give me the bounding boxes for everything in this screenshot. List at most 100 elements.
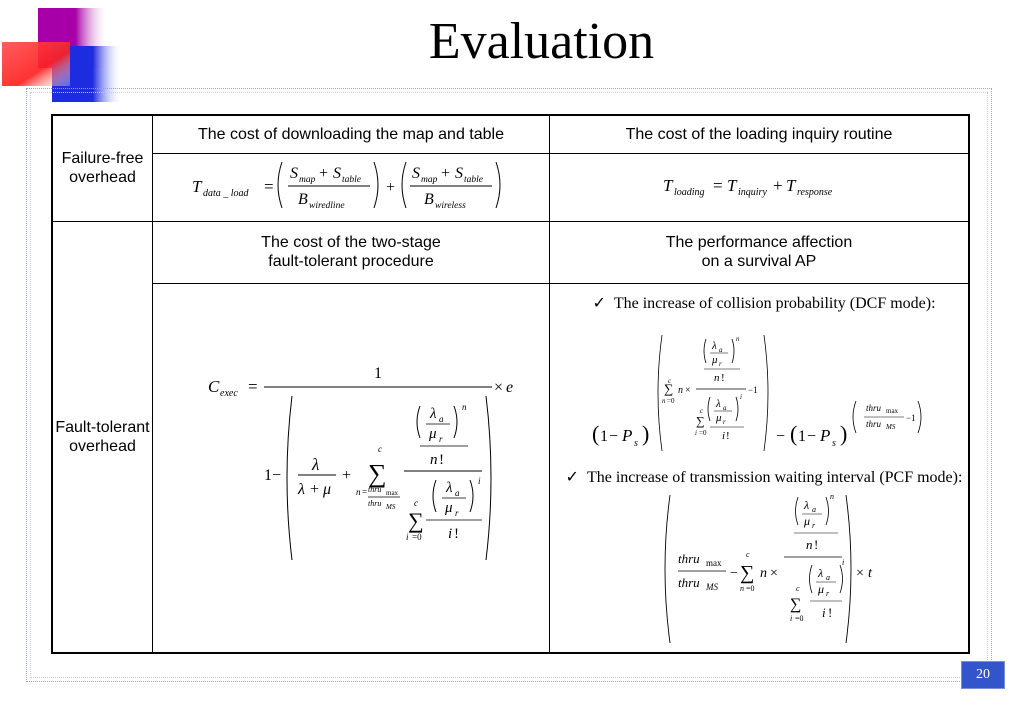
col-header-download-cost: The cost of downloading the map and tabl… [152,114,550,154]
svg-text:1: 1 [264,467,272,484]
svg-text:c: c [414,498,418,508]
svg-text:c: c [668,377,672,385]
svg-text:−1: −1 [906,413,916,423]
svg-text:thru: thru [368,485,381,494]
svg-text:1: 1 [798,428,806,445]
svg-text:λ: λ [297,481,305,498]
svg-text:n: n [760,566,767,581]
col-header-performance-affection: The performance affection on a survival … [549,220,970,284]
svg-text:S: S [333,165,341,182]
svg-text:B: B [298,191,308,208]
svg-text:!: ! [726,430,730,442]
check-icon: ✓ [592,294,606,312]
svg-text:∑: ∑ [664,381,673,396]
svg-text:s: s [634,438,638,449]
svg-text:−: − [730,566,738,581]
svg-text:r: r [723,418,726,426]
svg-text:S: S [455,165,463,182]
svg-text:C: C [208,377,220,396]
svg-text:i: i [478,476,481,486]
svg-text:response: response [797,187,833,198]
bullet-item: ✓ The increase of collision probability (… [550,284,968,313]
formula-t-data-load: T data _ load = S map + S table B wiredl… [192,161,501,211]
svg-text:T: T [727,176,738,195]
svg-text:=0: =0 [412,532,422,542]
svg-text:μ: μ [322,481,331,498]
inner-dotted-frame [30,92,988,678]
svg-text:λ: λ [311,455,319,474]
svg-text:n: n [740,584,744,593]
svg-text:μ: μ [428,426,437,442]
col-header-two-stage-line2: fault-tolerant procedure [268,253,434,270]
svg-text:i: i [448,526,452,542]
formula-dcf: ( 1 − P s ) λ a μ r n n ! c [592,334,922,451]
svg-text:c: c [796,584,800,593]
svg-text:=0: =0 [667,397,675,405]
svg-text:MS: MS [885,423,896,431]
svg-text:n: n [678,385,683,396]
svg-text:): ) [840,421,847,446]
svg-text:=: = [713,176,723,195]
svg-text:a: a [826,573,830,582]
svg-text:∑: ∑ [696,414,705,428]
svg-text:i: i [695,429,697,437]
svg-text:n: n [662,397,666,405]
svg-text:n: n [830,492,834,501]
svg-text:μ: μ [444,500,453,516]
formula-c-exec-cell: C exec = 1 × e 1 − λ λ + μ + c ∑ n [152,282,550,653]
svg-text:thru: thru [866,403,882,413]
svg-text:+: + [310,481,319,498]
row-header-fault-tolerant-text: Fault-tolerant overhead [55,418,150,455]
bullet-dcf-text: The increase of collision probability (D… [613,294,936,312]
svg-text:∑: ∑ [408,508,424,533]
svg-text:=: = [264,177,274,196]
svg-text:+: + [773,176,783,195]
svg-text:×: × [856,566,864,581]
svg-text:max: max [706,558,722,568]
svg-text:r: r [812,521,816,530]
formula-t-loading: T loading = T inquiry + T response [663,176,833,198]
svg-text:thru: thru [678,575,700,590]
svg-text:exec: exec [220,388,238,399]
svg-text:T: T [663,176,674,195]
svg-text:!: ! [828,605,832,620]
row-header-failure-free: Failure-free overhead [51,114,153,222]
svg-text:c: c [746,550,750,559]
svg-text:!: ! [454,526,459,542]
svg-text:max: max [886,407,899,415]
svg-text:×: × [770,566,778,581]
svg-text:max: max [386,489,399,497]
svg-text:r: r [719,360,722,368]
svg-text:i: i [822,605,826,620]
svg-text:λ: λ [711,340,717,352]
svg-text:P: P [621,426,632,445]
col-header-loading-cost: The cost of the loading inquiry routine [549,114,970,154]
svg-text:wiredline: wiredline [309,201,345,211]
svg-text:r: r [439,434,443,444]
svg-text:−: − [776,428,785,445]
svg-text:−: − [609,428,618,445]
svg-text:c: c [378,444,382,454]
svg-text:n: n [462,402,467,412]
svg-text:−: − [272,467,281,484]
svg-text:μ: μ [817,582,824,596]
svg-text:map: map [299,175,316,185]
svg-text:P: P [819,426,830,445]
svg-text:): ) [642,421,649,446]
svg-text:T: T [192,177,203,196]
svg-text:n: n [356,487,361,497]
svg-text:S: S [290,165,298,182]
col-header-two-stage-cost: The cost of the two-stage fault-tolerant… [152,220,550,284]
formula-c-exec: C exec = 1 × e 1 − λ λ + μ + c ∑ n [208,365,513,561]
svg-text:a: a [723,404,727,412]
svg-text:MS: MS [705,582,718,592]
col-header-performance-line2: on a survival AP [701,253,817,270]
svg-text:+: + [342,467,351,484]
table-row: T data _ load = S map + S table B wiredl… [52,152,970,222]
formula-loading: T loading = T inquiry + T response [549,152,970,222]
svg-text:i: i [722,430,725,442]
bullet-pcf-text: The increase of transmission waiting int… [586,468,963,486]
svg-text:e: e [506,379,513,396]
bullet-item: ✓The increase of transmission waiting in… [550,468,968,487]
svg-text:n: n [430,452,438,468]
